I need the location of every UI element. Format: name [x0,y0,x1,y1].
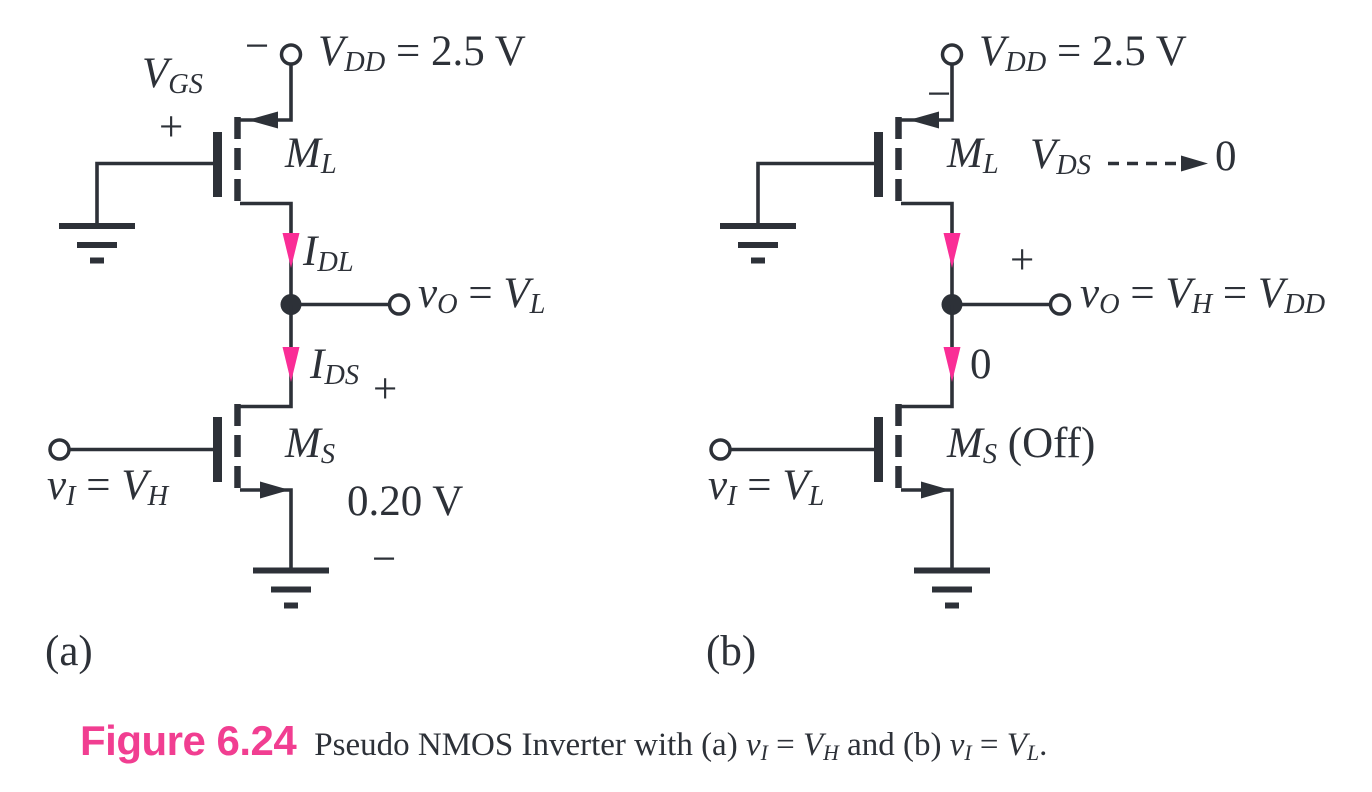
source-lead [240,201,293,304]
label-input-b: vI = VL [708,462,825,513]
label-supply-minus-a: − [245,23,270,70]
label-output-b: vO = VH = VDD [1080,270,1326,321]
label-output-plus-b: + [1010,237,1035,284]
source-arrow-icon [260,481,290,499]
label-vds-b: VDS [1030,131,1091,182]
label-vds-limit-b: 0 [1215,133,1237,180]
label-load-name-a: ML [285,130,337,181]
source-lead [240,488,293,569]
label-gate-plus-a: + [159,104,184,151]
switch-transistor-symbol [213,404,293,569]
source-ground-icon [253,567,329,609]
label-vgs-a: VGS [142,50,203,101]
label-input-a: vI = VH [47,462,169,513]
source-arrow-icon [248,111,278,129]
label-load-name-b: ML [947,130,999,181]
label-vdd-b: VDD = 2.5 V [979,28,1187,79]
figure-caption-text: Pseudo NMOS Inverter with (a) vI = VH an… [314,727,1048,765]
gate-ground-icon [59,223,135,264]
label-output-a: vO = VL [418,270,546,321]
label-switch-current-a: IDS [310,341,360,392]
switch-current-arrow-icon [282,347,300,382]
label-source-minus-a: − [372,536,397,583]
input-terminal-icon [48,438,71,461]
label-switch-name-b: MS (Off) [947,420,1096,471]
load-gate-wire [95,161,214,224]
vdd-terminal-icon [279,43,303,66]
output-terminal-icon [387,293,411,316]
panel-label-b: (b) [706,628,757,675]
label-switch-name-a: MS [285,420,336,471]
label-drain-voltage-a: 0.20 V [347,478,464,525]
label-load-current-a: IDL [303,228,354,279]
figure-number: Figure 6.24 [80,717,297,764]
vds-approaches-zero-arrow [1108,155,1208,172]
arrow-head-icon [1181,155,1208,172]
label-current-zero-b: 0 [970,341,992,388]
inverter-circuit-skeleton [48,43,411,609]
label-supply-minus-b: − [927,71,952,118]
load-transistor-symbol [213,65,293,304]
label-vdd-a: VDD = 2.5 V [318,28,526,79]
panel-label-a: (a) [45,628,93,675]
drain-lead [240,65,293,122]
figure-caption: Figure 6.24 Pseudo NMOS Inverter with (a)… [80,717,1047,765]
node-to-switch-wire [240,304,293,409]
load-current-arrow-icon [282,233,300,268]
circuit-b-skeleton [711,45,1070,606]
label-drain-plus-a: + [373,366,398,413]
